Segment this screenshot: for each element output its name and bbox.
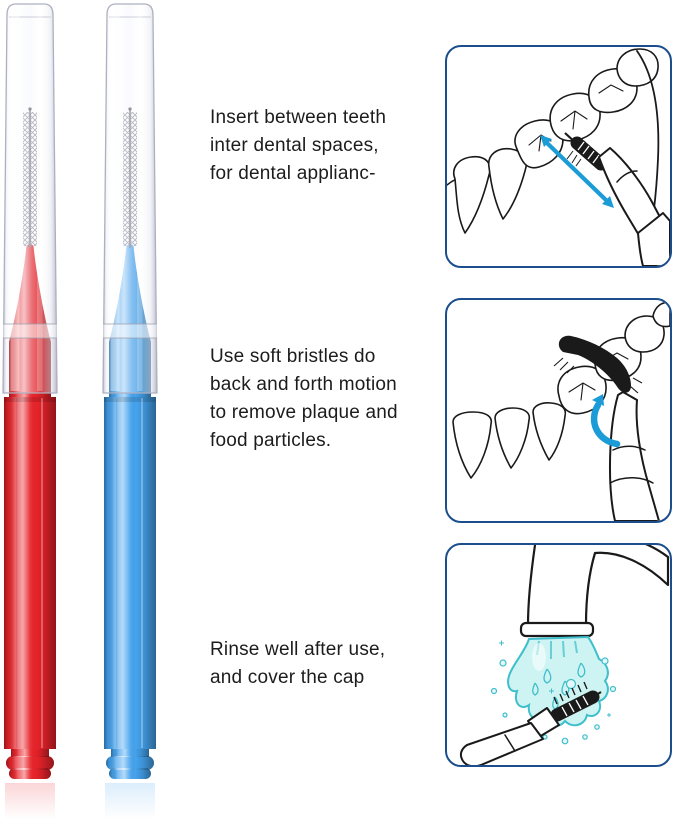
black-bristle-hook (558, 335, 631, 393)
faucet-icon (519, 545, 670, 638)
brush-bristle-head (550, 690, 600, 722)
back-and-forth-arrow (540, 135, 614, 208)
insert-between-teeth-illustration (447, 48, 670, 266)
teeth-row (452, 301, 670, 479)
step-1-line: Insert between teeth (210, 107, 387, 128)
step-2-illustration-panel (445, 298, 672, 523)
step-3-line: Rinse well after use, (210, 639, 386, 660)
instruction-step-2-text: Use soft bristles do back and forth moti… (210, 343, 398, 455)
brush-curved-over-tooth (553, 335, 660, 521)
blue-interdental-brush (102, 3, 158, 819)
blue-brush-clear-cap (102, 3, 158, 394)
instruction-step-1-text: Insert between teeth inter dental spaces… (210, 104, 386, 188)
step-1-line: inter dental spaces, (210, 135, 379, 156)
red-brush-reflection (5, 783, 55, 819)
red-brush-clear-cap (2, 3, 58, 394)
red-interdental-brush (2, 3, 58, 819)
water-droplets (490, 657, 617, 745)
brush-being-rinsed (459, 681, 602, 765)
teeth-row (447, 48, 660, 265)
bristles-around-tooth-illustration (452, 301, 670, 521)
instruction-step-3-text: Rinse well after use, and cover the cap (210, 636, 385, 692)
step-2-line: Use soft bristles do (210, 346, 376, 367)
step-3-illustration-panel (445, 543, 672, 767)
rinse-under-faucet-illustration (459, 545, 670, 765)
brush-handle-grip (637, 212, 670, 266)
step-3-line: and cover the cap (210, 667, 365, 688)
step-2-line: back and forth motion (210, 374, 397, 395)
step-2-line: to remove plaque and (210, 402, 398, 423)
step-2-line: food particles. (210, 430, 332, 451)
bristle-spikes (553, 681, 588, 705)
brush-handle-cone (608, 391, 660, 521)
rotation-arrow (590, 394, 621, 448)
step-1-line: for dental applianc- (210, 163, 376, 184)
brush-handle (459, 722, 544, 765)
interdental-brush-inserted (564, 132, 670, 266)
step-1-illustration-panel (445, 45, 672, 268)
blue-brush-reflection (105, 783, 155, 819)
interdental-brushes-photo (2, 3, 158, 819)
